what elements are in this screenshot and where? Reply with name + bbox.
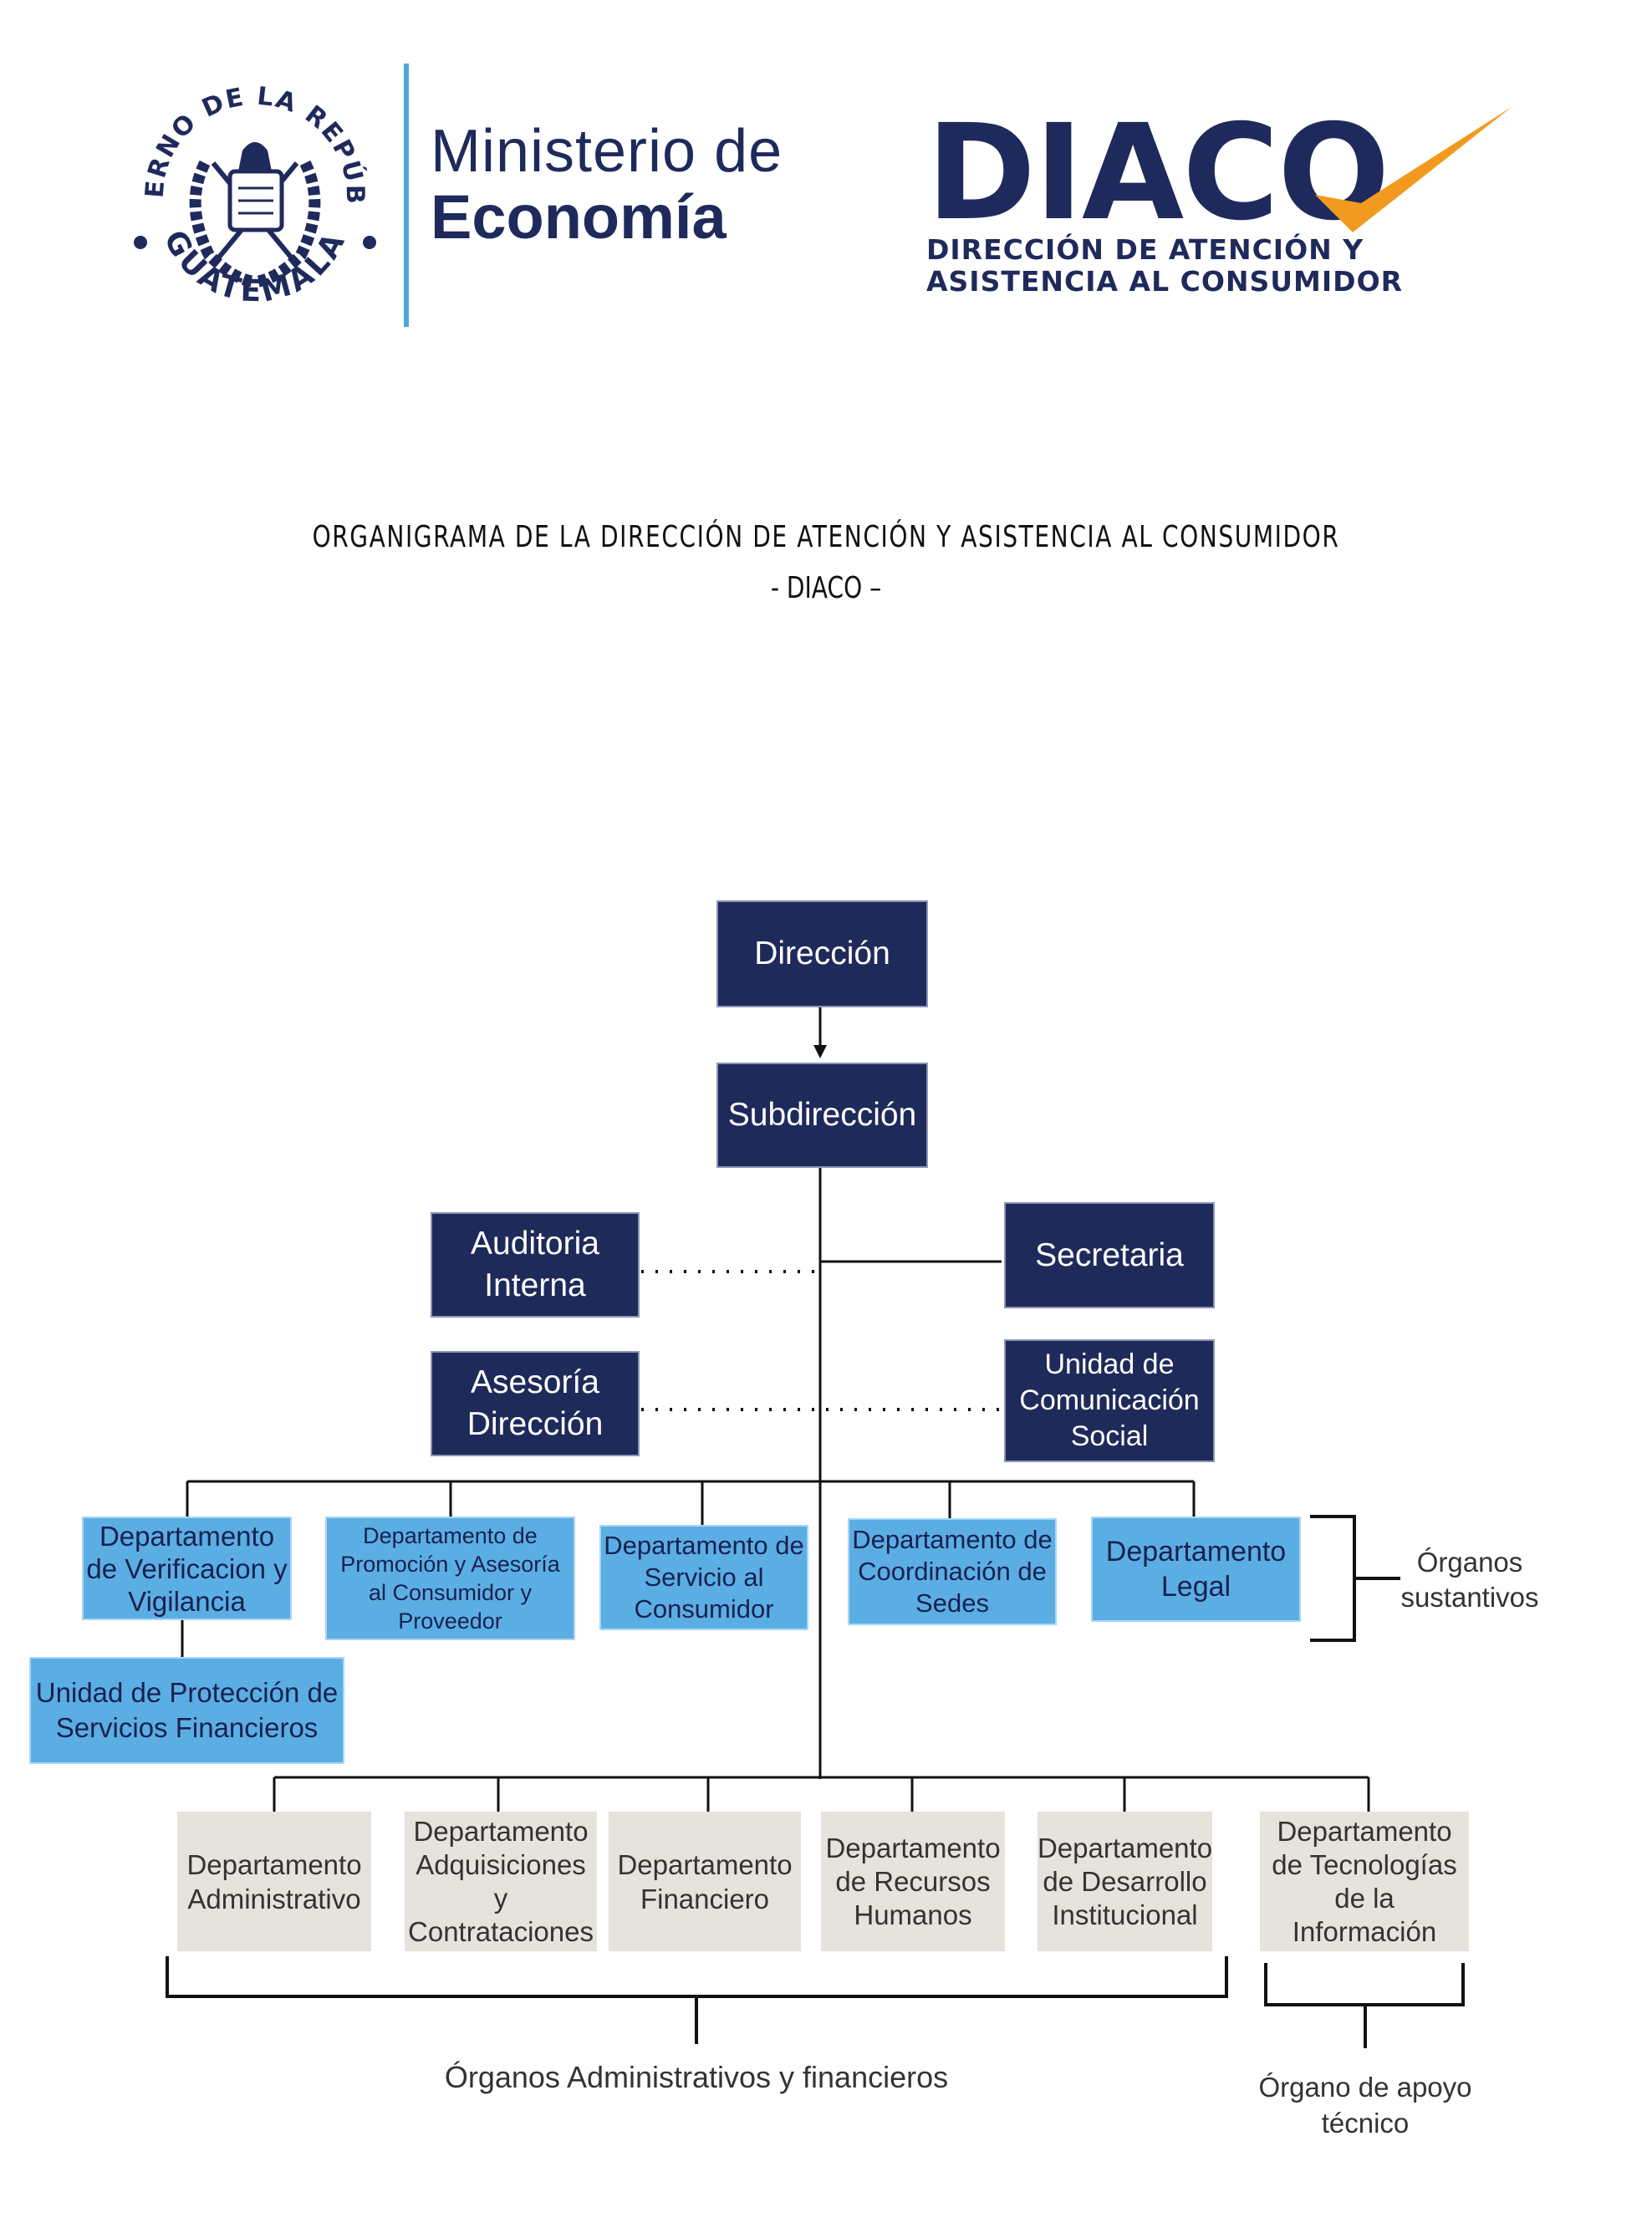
- ministerio-line1: Ministerio de: [431, 118, 783, 185]
- verificacion-line1: Departamento: [99, 1520, 275, 1552]
- servicio-line3: Consumidor: [634, 1594, 774, 1624]
- rrhh-line3: Humanos: [854, 1899, 972, 1930]
- page-title-line1: ORGANIGRAMA DE LA DIRECCIÓN DE ATENCIÓN …: [312, 520, 1340, 554]
- coordinacion-line3: Sedes: [915, 1588, 989, 1618]
- asesoria-line1: Asesoría: [471, 1364, 599, 1400]
- box-desarrollo-institucional: Departamento de Desarrollo Institucional: [1038, 1812, 1212, 1951]
- diaco-wordmark: DIACO: [926, 96, 1389, 250]
- administrativo-line1: Departamento: [186, 1848, 362, 1880]
- administrativo-line2: Administrativo: [187, 1883, 361, 1914]
- servicio-line1: Departamento de: [604, 1531, 804, 1560]
- tecnologias-line2: de Tecnologías: [1272, 1848, 1457, 1880]
- promocion-line3: al Consumidor y: [368, 1580, 533, 1605]
- box-coordinacion-sedes: Departamento de Coordinación de Sedes: [848, 1518, 1057, 1625]
- label-organos-sustantivos: Órganos sustantivos: [1386, 1545, 1553, 1615]
- box-tecnologias-informacion: Departamento de Tecnologías de la Inform…: [1260, 1812, 1469, 1951]
- guatemala-seal-logo: GOBIERNO DE LA REPÚBLICA GUATEMALA: [114, 40, 385, 322]
- label-organo-apoyo: Órgano de apoyo técnico: [1236, 2069, 1495, 2141]
- coordinacion-line2: Coordinación de: [858, 1557, 1047, 1586]
- box-departamento-legal: Departamento Legal: [1091, 1517, 1301, 1622]
- financiero-line1: Departamento: [617, 1848, 793, 1880]
- header-divider: [404, 64, 409, 327]
- box-direccion: Dirección: [716, 900, 928, 1007]
- box-subdireccion-label: Subdirección: [727, 1097, 917, 1133]
- diaco-logo: DIACO DIRECCIÓN DE ATENCIÓN Y ASISTENCIA…: [926, 96, 1512, 316]
- ministerio-logo: Ministerio de Economía: [431, 121, 783, 248]
- apoyo-label-line2: técnico: [1321, 2108, 1410, 2139]
- verificacion-line3: Vigilancia: [128, 1585, 246, 1617]
- box-recursos-humanos: Departamento de Recursos Humanos: [821, 1812, 1005, 1951]
- ministerio-line2: Economía: [431, 182, 727, 252]
- box-promocion-asesoria: Departamento de Promoción y Asesoría al …: [325, 1517, 575, 1640]
- tecnologias-line1: Departamento: [1277, 1815, 1452, 1847]
- promocion-line4: Proveedor: [398, 1608, 502, 1634]
- diaco-subtitle: DIRECCIÓN DE ATENCIÓN Y ASISTENCIA AL CO…: [926, 234, 1403, 298]
- asesoria-line2: Dirección: [467, 1406, 604, 1442]
- box-adquisiciones: Departamento Adquisiciones y Contratacio…: [405, 1812, 597, 1951]
- adquisiciones-line3: y: [493, 1882, 508, 1914]
- box-subdireccion: Subdirección: [716, 1063, 928, 1168]
- box-asesoria-direccion: Asesoría Dirección: [431, 1351, 640, 1456]
- rrhh-line1: Departamento: [825, 1832, 1001, 1863]
- adquisiciones-line4: Contrataciones: [408, 1915, 594, 1947]
- promocion-line2: Promoción y Asesoría: [340, 1552, 560, 1577]
- page-title-line2: - DIACO –: [770, 571, 882, 605]
- legal-line1: Departamento: [1105, 1536, 1287, 1568]
- unidad-financieros-line1: Unidad de Protección de: [35, 1677, 339, 1708]
- rrhh-line2: de Recursos: [835, 1865, 991, 1897]
- box-unidad-servicios-financieros: Unidad de Protección de Servicios Financ…: [29, 1657, 344, 1764]
- financiero-line2: Financiero: [640, 1883, 770, 1914]
- box-auditoria-interna: Auditoria Interna: [431, 1212, 640, 1318]
- box-servicio-consumidor: Departamento de Servicio al Consumidor: [599, 1525, 808, 1630]
- box-secretaria-label: Secretaria: [1035, 1236, 1184, 1273]
- auditoria-line2: Interna: [484, 1267, 586, 1303]
- desarrollo-line3: Institucional: [1052, 1899, 1198, 1930]
- adquisiciones-line2: Adquisiciones: [416, 1848, 586, 1880]
- tecnologias-line4: Información: [1292, 1915, 1437, 1947]
- coordinacion-line1: Departamento de: [852, 1525, 1053, 1554]
- desarrollo-line2: de Desarrollo: [1043, 1865, 1207, 1897]
- diaco-sub-line2: ASISTENCIA AL CONSUMIDOR: [926, 265, 1404, 298]
- sustantivos-label-line1: Órganos: [1416, 1547, 1523, 1578]
- label-organos-administrativos: Órganos Administrativos y financieros: [444, 2060, 949, 2094]
- legal-line2: Legal: [1160, 1571, 1231, 1603]
- box-direccion-label: Dirección: [754, 935, 890, 971]
- servicio-line2: Servicio al: [644, 1563, 764, 1592]
- verificacion-line2: de Verificacion y: [86, 1552, 288, 1584]
- sustantivos-label-line2: sustantivos: [1400, 1582, 1539, 1613]
- auditoria-line1: Auditoria: [471, 1226, 599, 1262]
- apoyo-label-line1: Órgano de apoyo: [1258, 2072, 1472, 2103]
- unidad-financieros-line2: Servicios Financieros: [55, 1712, 319, 1743]
- promocion-line1: Departamento de: [363, 1523, 538, 1548]
- box-administrativo: Departamento Administrativo: [177, 1812, 371, 1951]
- comunicacion-line3: Social: [1070, 1420, 1149, 1452]
- comunicacion-line1: Unidad de: [1044, 1348, 1175, 1380]
- box-verificacion-vigilancia: Departamento de Verificacion y Vigilanci…: [82, 1517, 292, 1620]
- box-secretaria: Secretaria: [1004, 1202, 1215, 1308]
- desarrollo-line1: Departamento: [1037, 1832, 1213, 1863]
- box-financiero: Departamento Financiero: [609, 1812, 801, 1951]
- tecnologias-line3: de la: [1334, 1882, 1395, 1914]
- adquisiciones-line1: Departamento: [413, 1815, 589, 1847]
- diaco-sub-line1: DIRECCIÓN DE ATENCIÓN Y: [926, 233, 1364, 266]
- comunicacion-line2: Comunicación: [1019, 1384, 1200, 1416]
- box-comunicacion-social: Unidad de Comunicación Social: [1004, 1339, 1215, 1462]
